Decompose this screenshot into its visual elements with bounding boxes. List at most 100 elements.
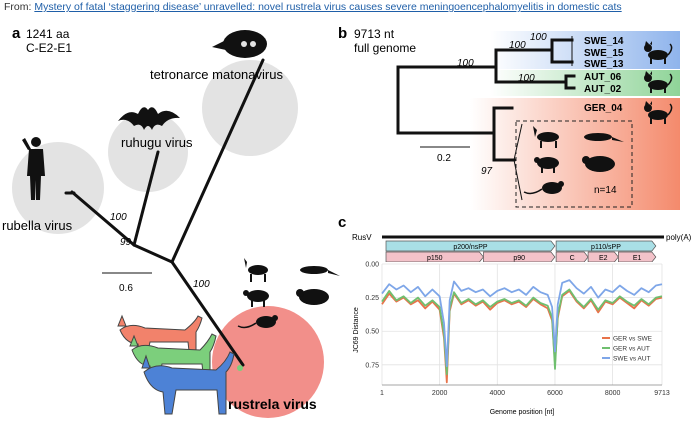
wombat-icon-b xyxy=(582,156,615,172)
label-tetronarce: tetronarce matonavirus xyxy=(150,67,283,82)
wombat-icon xyxy=(296,289,329,305)
mouse-icon-b xyxy=(523,181,564,195)
orf-bottom-label-1: p90 xyxy=(513,255,525,262)
orf-bottom-4 xyxy=(618,251,657,263)
otter-icon-b xyxy=(584,133,624,142)
rustrela-blob xyxy=(212,306,324,418)
from-label: From: xyxy=(4,1,32,13)
orf-bottom-label-2: C xyxy=(570,255,575,262)
taxon-swe-15: SWE_15 xyxy=(584,48,624,59)
orf-top-label-1: p110/sPP xyxy=(591,244,621,251)
label-rustrela: rustrela virus xyxy=(228,396,317,412)
orf-bottom-0 xyxy=(385,251,484,263)
bootstrap-b-1: 100 xyxy=(457,58,474,69)
plot-series xyxy=(381,279,663,384)
orf-bottom-1 xyxy=(483,251,556,263)
x-tick-label-1: 2000 xyxy=(432,390,448,397)
scale-label-b: 0.2 xyxy=(437,153,451,164)
tetronarce-shade xyxy=(202,60,298,156)
x-tick-label-5: 9713 xyxy=(654,390,670,397)
orf-bottom-label-0: p150 xyxy=(427,255,443,262)
mouse-icon xyxy=(237,315,278,329)
plot-grid xyxy=(381,263,663,385)
orf-bottom-3 xyxy=(587,251,619,263)
y-tick-label-3: 0.75 xyxy=(365,362,379,369)
cat-icon-aut xyxy=(644,71,673,93)
donkey-icon xyxy=(244,258,268,282)
bootstrap-b-3: 100 xyxy=(530,32,547,43)
y-tick-label-2: 0.50 xyxy=(365,329,379,336)
taxon-aut-06: AUT_06 xyxy=(584,72,622,83)
x-axis-label: Genome position [nt] xyxy=(490,409,555,416)
y-axis-label: JC69 Distance xyxy=(353,307,360,353)
cat-blue-icon xyxy=(141,351,235,415)
sheep-icon xyxy=(243,290,269,307)
x-tick-label-2: 4000 xyxy=(490,390,506,397)
bootstrap-b-2: 100 xyxy=(509,40,526,51)
bootstrap-b-5: 97 xyxy=(481,166,493,177)
non-cat-hosts-box xyxy=(515,120,633,208)
host-animal-icons-b xyxy=(523,126,624,195)
panel-b-subtitle-line1: 9713 nt xyxy=(354,27,395,41)
orf-bottom-2 xyxy=(555,251,589,263)
cats-group-icon xyxy=(117,314,235,415)
orf-top-0 xyxy=(385,240,556,252)
series-line-0 xyxy=(381,290,663,384)
x-tick-label-0: 1 xyxy=(380,390,384,397)
collapsed-clade-lines xyxy=(513,123,523,201)
panel-c-letter: c xyxy=(338,214,346,231)
taxon-swe-14: SWE_14 xyxy=(584,36,624,47)
bootstrap-a-2: 99 xyxy=(120,237,132,248)
host-animal-icons-a xyxy=(237,258,340,329)
series-line-2 xyxy=(381,279,663,368)
label-ruhugu: ruhugu virus xyxy=(121,135,193,150)
label-rubella: rubella virus xyxy=(2,218,73,233)
panel-b-letter: b xyxy=(338,25,347,42)
human-icon xyxy=(22,137,45,200)
bootstrap-a-1: 100 xyxy=(110,212,127,223)
taxon-swe-13: SWE_13 xyxy=(584,59,624,70)
bootstrap-a-3: 100 xyxy=(193,279,210,290)
panel-a-subtitle-line2: C-E2-E1 xyxy=(26,41,72,55)
box-label: n=14 xyxy=(594,185,617,196)
panel-a-tree xyxy=(64,58,265,367)
rustrela-tip-dot xyxy=(237,365,243,371)
panel-a-subtitle-line1: 1241 aa xyxy=(26,27,70,41)
taxon-aut-02: AUT_02 xyxy=(584,84,622,95)
scale-label-a: 0.6 xyxy=(119,283,133,294)
panel-a: a 1241 aa C-E2-E1 100 99 100 tetronarce … xyxy=(2,25,340,418)
article-link[interactable]: Mystery of fatal ‘staggering disease’ un… xyxy=(34,1,622,13)
polya-label: poly(A) xyxy=(666,233,692,242)
ruhugu-shade xyxy=(108,112,188,192)
legend-label-1: GER vs AUT xyxy=(613,346,650,353)
clade-cat-icons xyxy=(644,41,673,124)
ray-icon xyxy=(212,30,267,58)
orf-bottom-label-3: E2 xyxy=(599,255,608,262)
orf-bottom-label-4: E1 xyxy=(633,255,642,262)
orf-map: p200/nsPP p110/sPP p150 p90 C E2 E1 xyxy=(385,240,657,263)
orf-top-label-0: p200/nsPP xyxy=(453,244,488,251)
cat-icon-ger xyxy=(644,101,673,124)
bootstrap-b-4: 100 xyxy=(518,73,535,84)
sheep-icon-b xyxy=(534,157,559,173)
bat-icon xyxy=(118,107,180,130)
panel-b-tree xyxy=(396,38,576,162)
y-tick-label-1: 0.25 xyxy=(365,295,379,302)
series-line-1 xyxy=(381,288,663,376)
donkey-icon-b xyxy=(533,126,559,148)
y-tick-label-0: 0.00 xyxy=(365,262,379,269)
legend-label-0: GER vs SWE xyxy=(613,336,653,343)
cat-icon-swe xyxy=(644,41,673,64)
source-line: From: Mystery of fatal ‘staggering disea… xyxy=(4,1,622,13)
x-tick-label-3: 6000 xyxy=(547,390,563,397)
clade-ger-bg xyxy=(470,98,680,210)
otter-icon xyxy=(300,266,340,276)
panel-b: b 9713 nt full genome xyxy=(338,25,680,210)
taxon-ger-04: GER_04 xyxy=(584,103,623,114)
panel-a-letter: a xyxy=(12,25,21,42)
orf-top-1 xyxy=(555,240,657,252)
